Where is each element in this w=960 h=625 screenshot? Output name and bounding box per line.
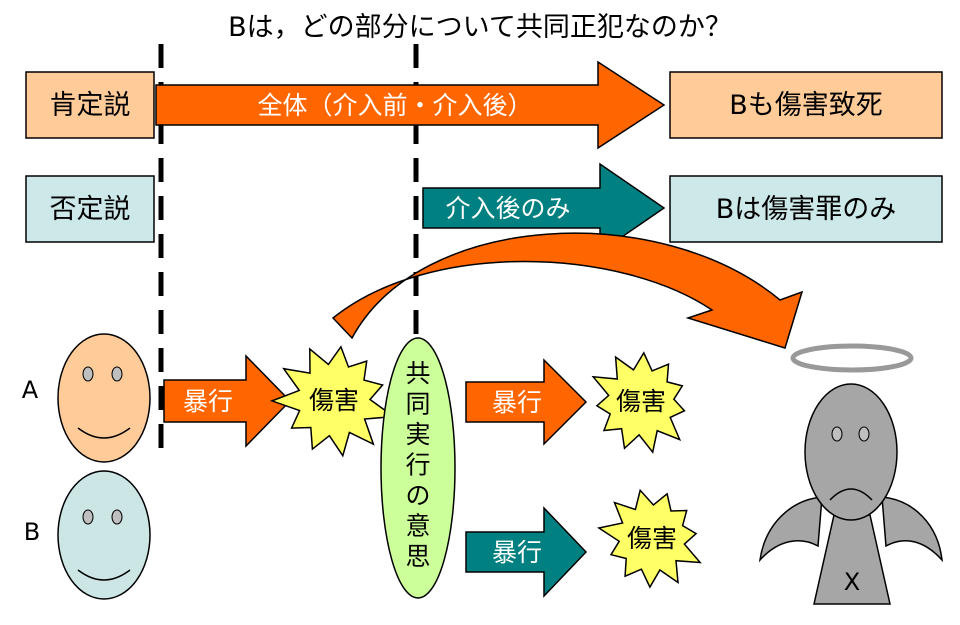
joint-intent-char: 実	[405, 420, 430, 449]
person-a-right-eye	[111, 366, 123, 382]
affirmative-theory-label: 肯定説	[50, 90, 131, 121]
person-b-smile	[77, 569, 131, 581]
joint-intent-char: の	[405, 481, 430, 510]
injury-label-a-after: 傷害	[616, 387, 666, 416]
person-b-face	[57, 470, 151, 600]
victim-label: X	[844, 568, 860, 596]
person-a: A	[22, 333, 151, 463]
injury-label-b-after: 傷害	[627, 524, 677, 553]
injury-starburst-before	[269, 345, 396, 458]
person-a-face	[57, 333, 151, 463]
violence-arrow-a-before	[163, 354, 292, 448]
violence-label-b-after: 暴行	[492, 538, 542, 567]
halo-icon	[790, 343, 914, 373]
victim-x: X	[758, 343, 944, 605]
joint-intent-char: 共	[405, 359, 430, 388]
violence-arrow-a-after	[465, 358, 588, 446]
joint-intent-char: 同	[405, 390, 430, 419]
violence-label-a-after: 暴行	[492, 388, 542, 417]
person-b-label: B	[24, 518, 40, 546]
injury-starburst-b-after	[596, 488, 702, 589]
victim-left-eye	[831, 426, 843, 442]
after-intervention-arrow	[422, 162, 666, 254]
joint-intent-char: 意	[405, 512, 430, 541]
negative-result-box	[669, 175, 943, 243]
joint-intent-oval	[380, 337, 456, 599]
violence-label-a-before: 暴行	[183, 387, 233, 416]
after-intervention-arrow-label: 介入後のみ	[445, 194, 570, 223]
injury-label-before: 傷害	[309, 386, 359, 415]
person-a-smile	[77, 427, 131, 439]
full-scope-arrow-label: 全体（介入前・介入後）	[257, 91, 532, 120]
right-wing-icon	[881, 496, 944, 563]
diagram-title: Bは，どの部分について共同正犯なのか？	[228, 12, 732, 43]
left-wing-icon	[758, 496, 823, 563]
negative-theory-box	[25, 175, 155, 243]
negative-theory-row: 否定説 介入後のみ Bは傷害罪のみ	[25, 162, 943, 254]
person-a-label: A	[22, 376, 39, 404]
joint-intent-char: 思	[405, 542, 430, 571]
negative-theory-label: 否定説	[50, 194, 131, 225]
person-b-right-eye	[111, 509, 123, 525]
affirmative-theory-row: 肯定説 全体（介入前・介入後） Bも傷害致死	[25, 60, 943, 150]
victim-frown	[829, 488, 873, 501]
violence-arrow-b-after	[465, 506, 588, 598]
joint-intent-char: 行	[405, 451, 430, 480]
affirmative-theory-box	[25, 71, 155, 139]
person-b: B	[24, 470, 151, 600]
victim-right-eye	[858, 426, 870, 442]
full-scope-arrow	[155, 60, 666, 150]
person-b-left-eye	[82, 509, 94, 525]
injury-starburst-a-after	[591, 351, 686, 454]
causation-curved-arrow	[331, 232, 804, 349]
victim-face	[804, 383, 898, 521]
affirmative-result-box	[669, 71, 943, 139]
affirmative-result-label: Bも傷害致死	[729, 90, 883, 121]
negative-result-label: Bは傷害罪のみ	[716, 194, 897, 225]
person-a-left-eye	[82, 366, 94, 382]
